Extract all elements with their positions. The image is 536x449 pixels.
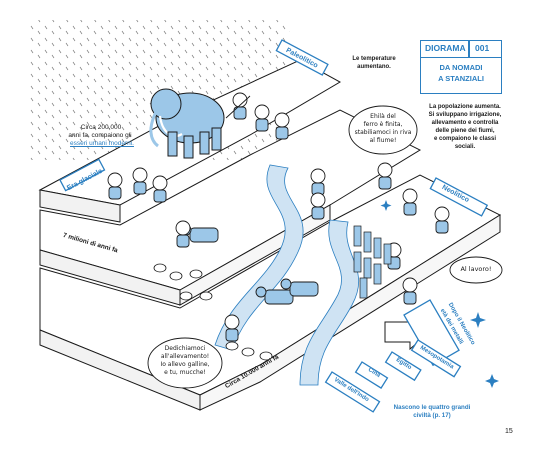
iron-bubble-line-3: stabiliamoci in riva xyxy=(354,129,412,136)
series-number: 001 xyxy=(475,43,490,53)
storage-posts xyxy=(353,225,392,299)
population-line-6: sociali. xyxy=(454,144,476,150)
villagers xyxy=(175,162,450,342)
diorama-title-box: DIORAMA 001 DA NOMADI A STANZIALI xyxy=(420,40,502,94)
settle-bubble-line-4: e tu, mucche! xyxy=(164,369,206,376)
work-bubble: Al lavoro! xyxy=(460,265,492,273)
intro-line-2: anni fa, compaiono gli xyxy=(68,132,132,139)
title-header-row xyxy=(421,41,501,58)
title-line-1: DA NOMADI xyxy=(439,63,483,72)
title-divider xyxy=(468,41,470,57)
signposts xyxy=(59,39,489,413)
hunters-group xyxy=(225,92,290,140)
title-line-2: A STANZIALI xyxy=(438,74,484,83)
population-line-2: Si sviluppano irrigazione, xyxy=(428,112,502,118)
intro-line-1: Circa 200.000 xyxy=(80,124,122,131)
iron-bubble-line-4: al fiume! xyxy=(369,137,397,144)
population-line-1: La popolazione aumenta. xyxy=(429,104,501,110)
ice-age-people xyxy=(107,167,168,203)
sparkles xyxy=(380,200,499,388)
temperature-line-2: aumentano. xyxy=(357,64,391,70)
population-line-4: delle piene dei fiumi, xyxy=(435,128,495,134)
series-label: DIORAMA xyxy=(425,43,466,53)
temperature-line-1: Le temperature xyxy=(352,56,396,62)
population-line-3: allevamento e controlla xyxy=(431,120,499,126)
page-number: 15 xyxy=(505,428,513,435)
settle-bubble-line-2: all'allevamento! xyxy=(160,353,210,360)
civilizations-line-1: Nascono le quattro grandi xyxy=(393,404,471,411)
settle-bubble-line-1: Dedichiamoci xyxy=(164,345,206,352)
iron-bubble-line-1: Ehilà del xyxy=(370,113,396,120)
iron-bubble-line-2: ferro è finita, xyxy=(363,121,403,128)
settle-bubble-line-3: Io allevo galline, xyxy=(160,361,210,368)
civilizations-line-2: civiltà (p. 17) xyxy=(413,412,451,419)
intro-line-3: esseri umani moderni. xyxy=(70,140,134,147)
population-line-5: e compaiono le classi xyxy=(433,136,497,142)
speech-bubbles xyxy=(147,105,503,389)
chickens xyxy=(153,263,273,361)
mammoth-figure xyxy=(149,88,225,159)
